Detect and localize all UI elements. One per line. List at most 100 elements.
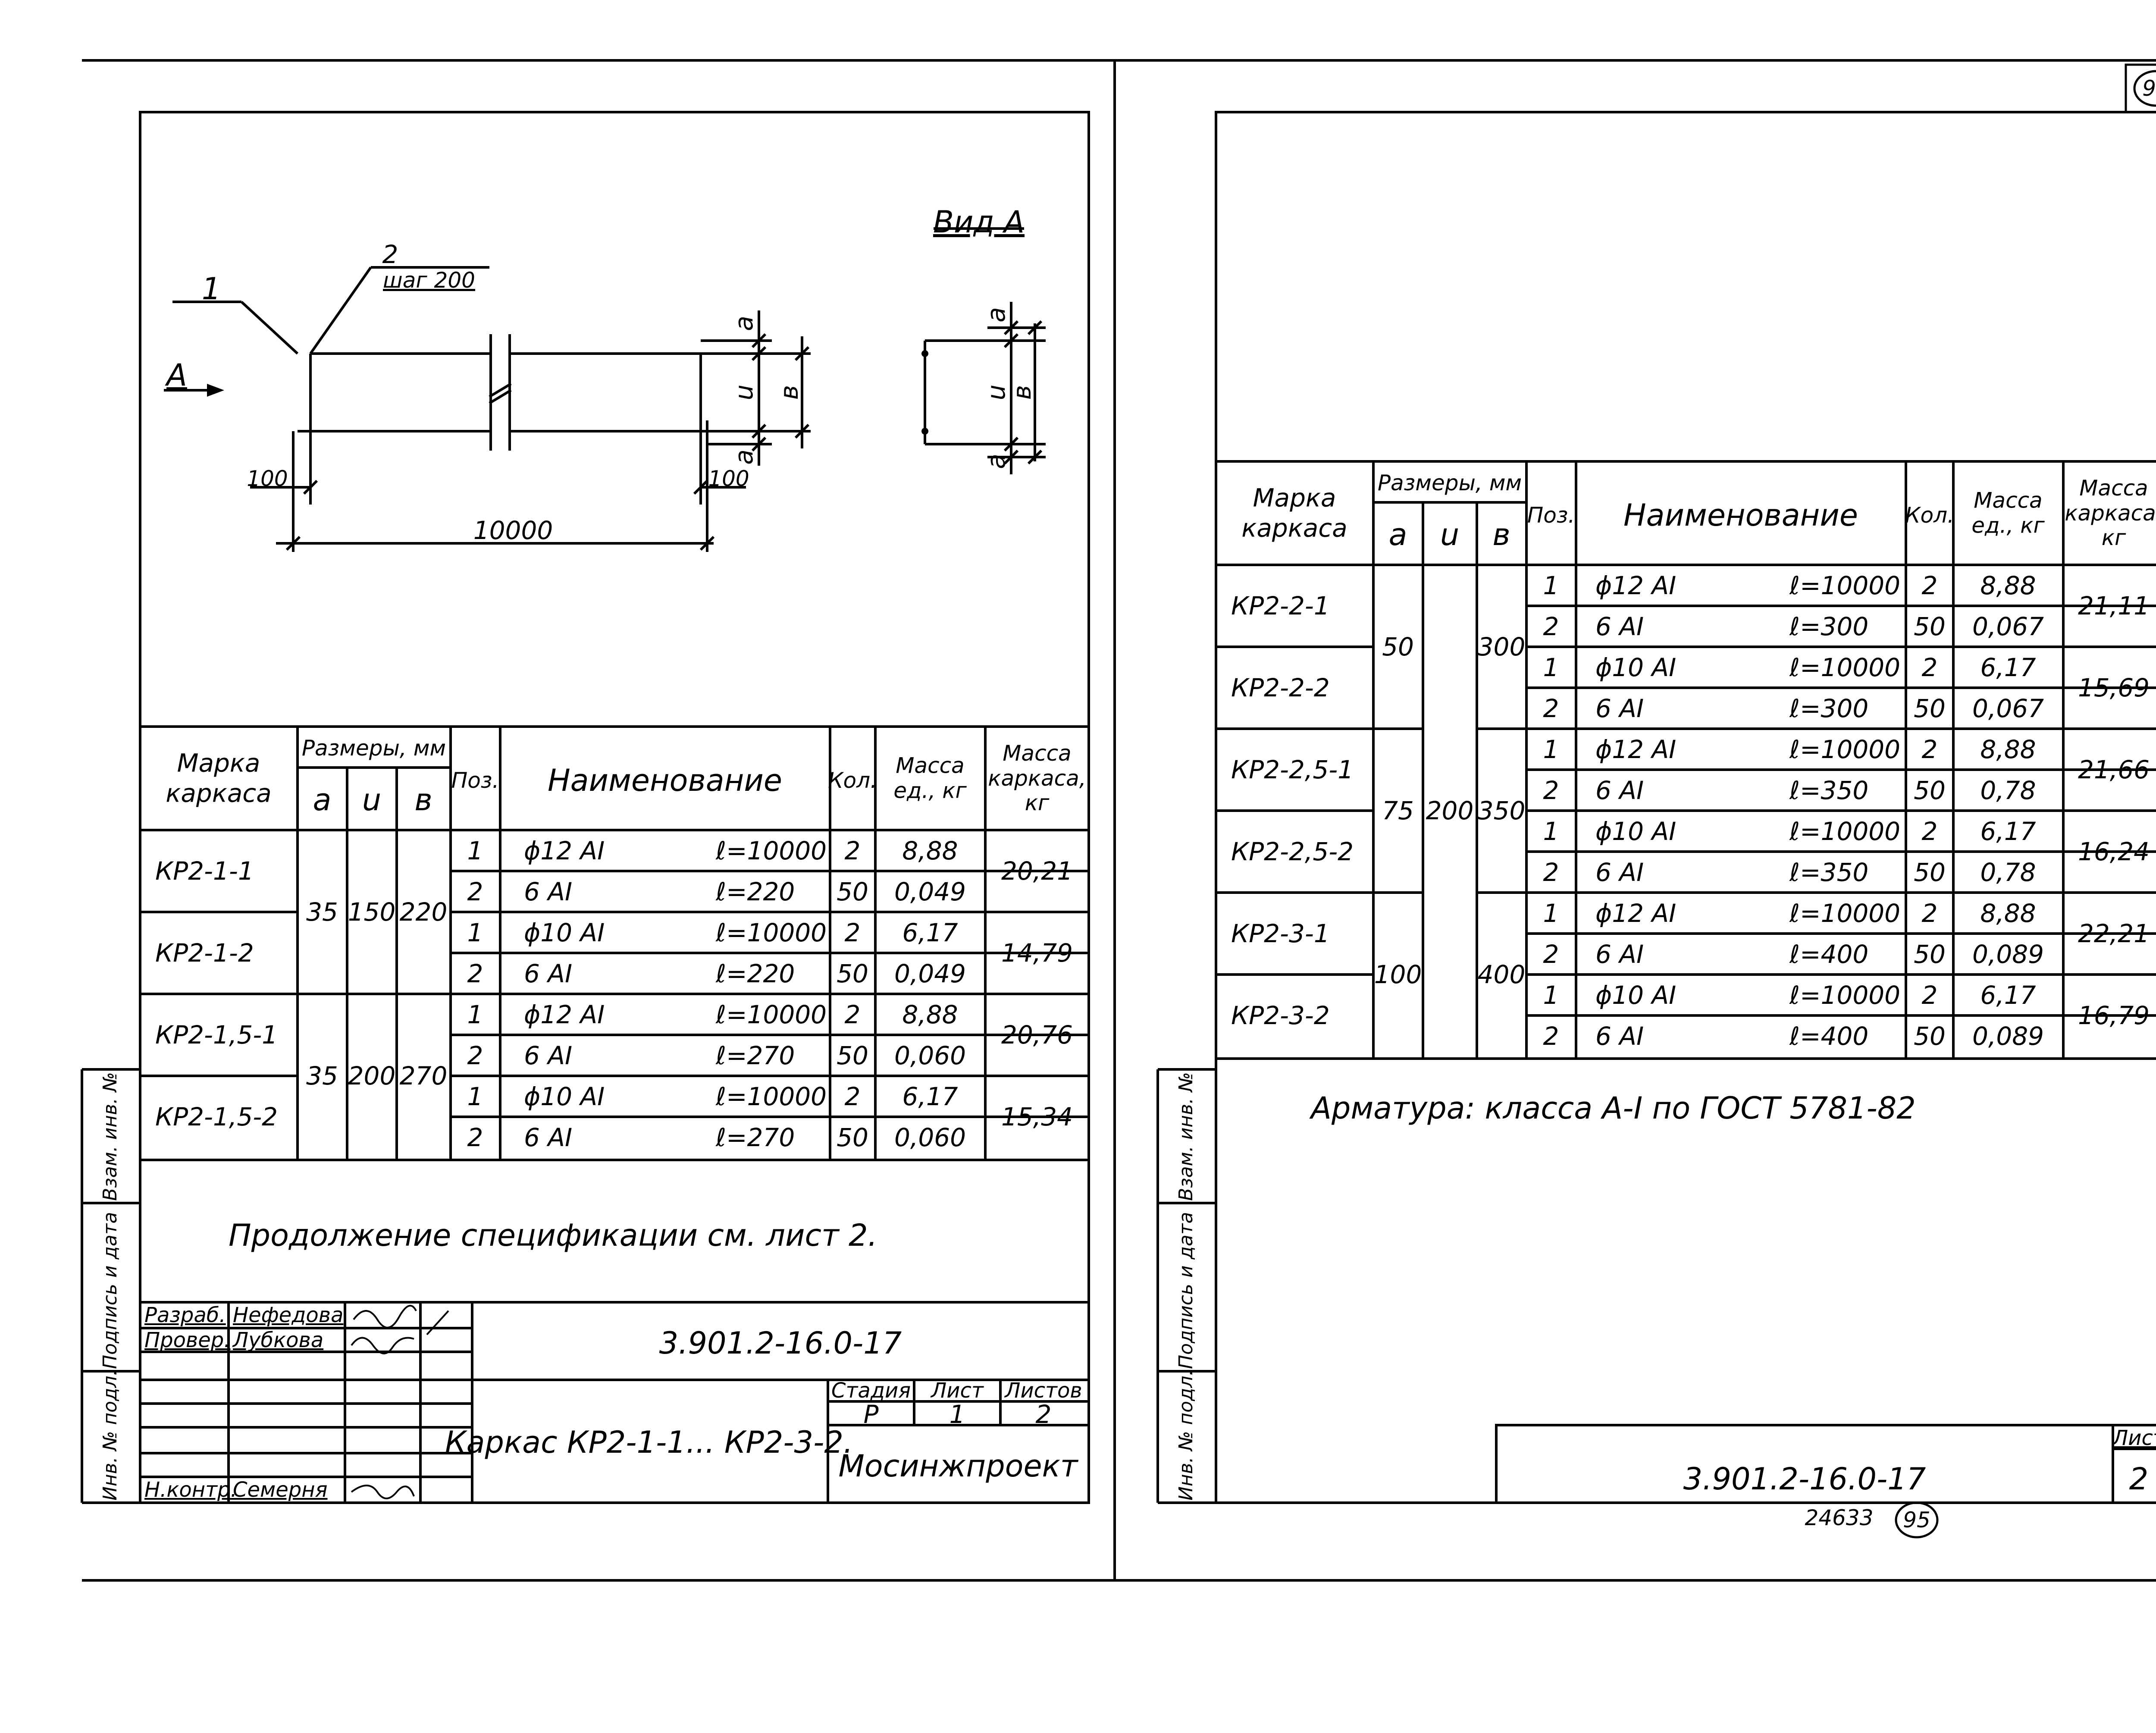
right_table-row-name: ϕ10 АI (1595, 652, 1677, 682)
right-stamp-sheet-label: Лист (2112, 1426, 2156, 1450)
stamp-prover-label: Провер. (144, 1328, 231, 1352)
left_table-row-unit-mass: 0,060 (894, 1122, 966, 1152)
right-header-frame-mass: Масса каркаса, кг (2065, 475, 2156, 550)
left-side-podpis: Подпись и дата (99, 1212, 121, 1369)
left_table-row-name: ϕ12 АI (524, 836, 605, 865)
right_table-frame-mark: КР2-2-1 (1231, 591, 1330, 620)
right_table-group-v: 350 (1477, 796, 1526, 825)
left_table-frame-mark: КР2-1,5-2 (155, 1102, 278, 1131)
left_table-group-u: 150 (348, 897, 396, 927)
left_table-row-qty: 2 (844, 836, 861, 865)
right-side-podpis: Подпись и дата (1175, 1212, 1197, 1369)
left_table-frame-mark: КР2-1-2 (155, 938, 254, 968)
right_table-row-qty: 50 (1914, 611, 1946, 641)
leader-2-label: 2 (382, 240, 398, 269)
right_table-row-name: 6 АI (1595, 1021, 1644, 1051)
right_table-row-unit-mass: 6,17 (1980, 816, 2036, 846)
stamp-prover-name: Лубкова (233, 1328, 324, 1352)
left_table-row-qty: 50 (837, 877, 868, 906)
right-header-v: в (1492, 517, 1510, 552)
continuation-note: Продолжение спецификации см. лист 2. (229, 1218, 877, 1253)
right_table-frame-mark: КР2-3-2 (1231, 1001, 1330, 1030)
right_table-row-length: ℓ=10000 (1789, 898, 1901, 928)
right_table-row-qty: 50 (1914, 693, 1946, 723)
left_table-row-name: 6 АI (524, 959, 573, 988)
left_table-group-u: 200 (348, 1061, 396, 1091)
right_table-row-qty: 2 (1921, 898, 1938, 928)
right-header-sizes: Размеры, мм (1377, 470, 1522, 495)
left-header-pos: Поз. (451, 768, 499, 793)
right_table-row-pos: 2 (1543, 857, 1559, 887)
right_table-row-length: ℓ=10000 (1789, 816, 1901, 846)
right-shared-u: 200 (1426, 796, 1474, 825)
right_table-row-name: ϕ12 АI (1595, 734, 1677, 764)
leader-2-note: шаг 200 (383, 268, 475, 293)
right_table-row-unit-mass: 0,067 (1972, 693, 2044, 723)
right_table-row-pos: 1 (1543, 980, 1559, 1010)
right-stamp-sheet: 2 (2129, 1461, 2149, 1497)
left_table-row-unit-mass: 8,88 (902, 836, 958, 865)
right_table-row-qty: 2 (1921, 734, 1938, 764)
right_table-row-name: 6 АI (1595, 775, 1644, 805)
sheet-badge-bottom: 95 (1903, 1507, 1930, 1532)
signature-prover (351, 1337, 414, 1354)
right_table-row-pos: 1 (1543, 570, 1559, 600)
right_table-frame-mass: 16,24 (2078, 837, 2150, 866)
left-header-v: в (414, 782, 432, 818)
right_table-frame-mass: 22,21 (2078, 919, 2150, 948)
dim-total: 10000 (473, 516, 553, 545)
left-header-mark: Марка каркаса (166, 748, 272, 808)
right_table-row-unit-mass: 6,17 (1980, 980, 2036, 1010)
stamp-org: Мосинжпроект (838, 1448, 1078, 1484)
left-header-name: Наименование (548, 763, 782, 798)
right_table-row-length: ℓ=400 (1789, 939, 1869, 969)
left_table-row-length: ℓ=270 (716, 1040, 795, 1070)
signature-razrab (353, 1305, 417, 1329)
right_table-group-a: 100 (1374, 960, 1422, 989)
right_table-row-unit-mass: 0,78 (1980, 857, 2036, 887)
left_table-row-name: ϕ12 АI (524, 1000, 605, 1029)
leader-1-label: 1 (201, 271, 221, 307)
right_table-row-pos: 1 (1543, 652, 1559, 682)
right_table-group-v: 300 (1477, 632, 1526, 661)
dim-left: 100 (247, 466, 288, 491)
right-header-a: а (1388, 517, 1407, 552)
right-header-mark: Марка каркаса (1241, 483, 1348, 542)
left_table-row-qty: 2 (844, 1000, 861, 1029)
right_table-row-length: ℓ=10000 (1789, 570, 1901, 600)
right_table-row-name: ϕ12 АI (1595, 898, 1677, 928)
left_table-row-pos: 1 (467, 1081, 483, 1111)
right_table-frame-mass: 21,11 (2078, 591, 2150, 620)
left_table-row-pos: 2 (467, 1122, 483, 1152)
right_table-row-unit-mass: 8,88 (1980, 734, 2036, 764)
left_table-row-qty: 50 (837, 1040, 868, 1070)
left_table-row-unit-mass: 0,049 (894, 959, 966, 988)
right_table-frame-mark: КР2-3-1 (1231, 919, 1330, 948)
right_table-row-length: ℓ=10000 (1789, 980, 1901, 1010)
right_table-row-name: 6 АI (1595, 857, 1644, 887)
left_table-frame-mass: 20,21 (1001, 856, 1073, 886)
right_table-frame-mass: 21,66 (2078, 755, 2150, 784)
stamp-nkontr-label: Н.контр. (144, 1478, 237, 1502)
right_table-row-length: ℓ=300 (1789, 611, 1869, 641)
stamp-doc-code: 3.901.2-16.0-17 (659, 1326, 902, 1361)
left_table-row-name: 6 АI (524, 877, 573, 906)
right_table-group-v: 400 (1477, 960, 1526, 989)
left-side-vzam: Взам. инв. № (99, 1072, 121, 1201)
right-header-unit-mass: Масса ед., кг (1971, 488, 2045, 538)
left_table-row-unit-mass: 8,88 (902, 1000, 958, 1029)
right_table-row-qty: 2 (1921, 816, 1938, 846)
left_table-row-pos: 2 (467, 877, 483, 906)
right_table-row-pos: 2 (1543, 611, 1559, 641)
right_table-row-name: ϕ10 АI (1595, 816, 1677, 846)
armature-note: Арматура: класса А-I по ГОСТ 5781-82 (1311, 1091, 1916, 1126)
left_table-row-qty: 50 (837, 1122, 868, 1152)
left_table-row-pos: 1 (467, 1000, 483, 1029)
right_table-row-length: ℓ=350 (1789, 857, 1869, 887)
right-side-inv-podl: Инв. № подл. (1175, 1369, 1197, 1501)
stamp-nkontr-name: Семерня (233, 1478, 328, 1502)
right_table-row-qty: 50 (1914, 1021, 1946, 1051)
stamp-sheets-label: Листов (1005, 1379, 1082, 1403)
left_table-row-name: ϕ10 АI (524, 918, 605, 947)
right_table-frame-mass: 16,79 (2078, 1001, 2150, 1030)
